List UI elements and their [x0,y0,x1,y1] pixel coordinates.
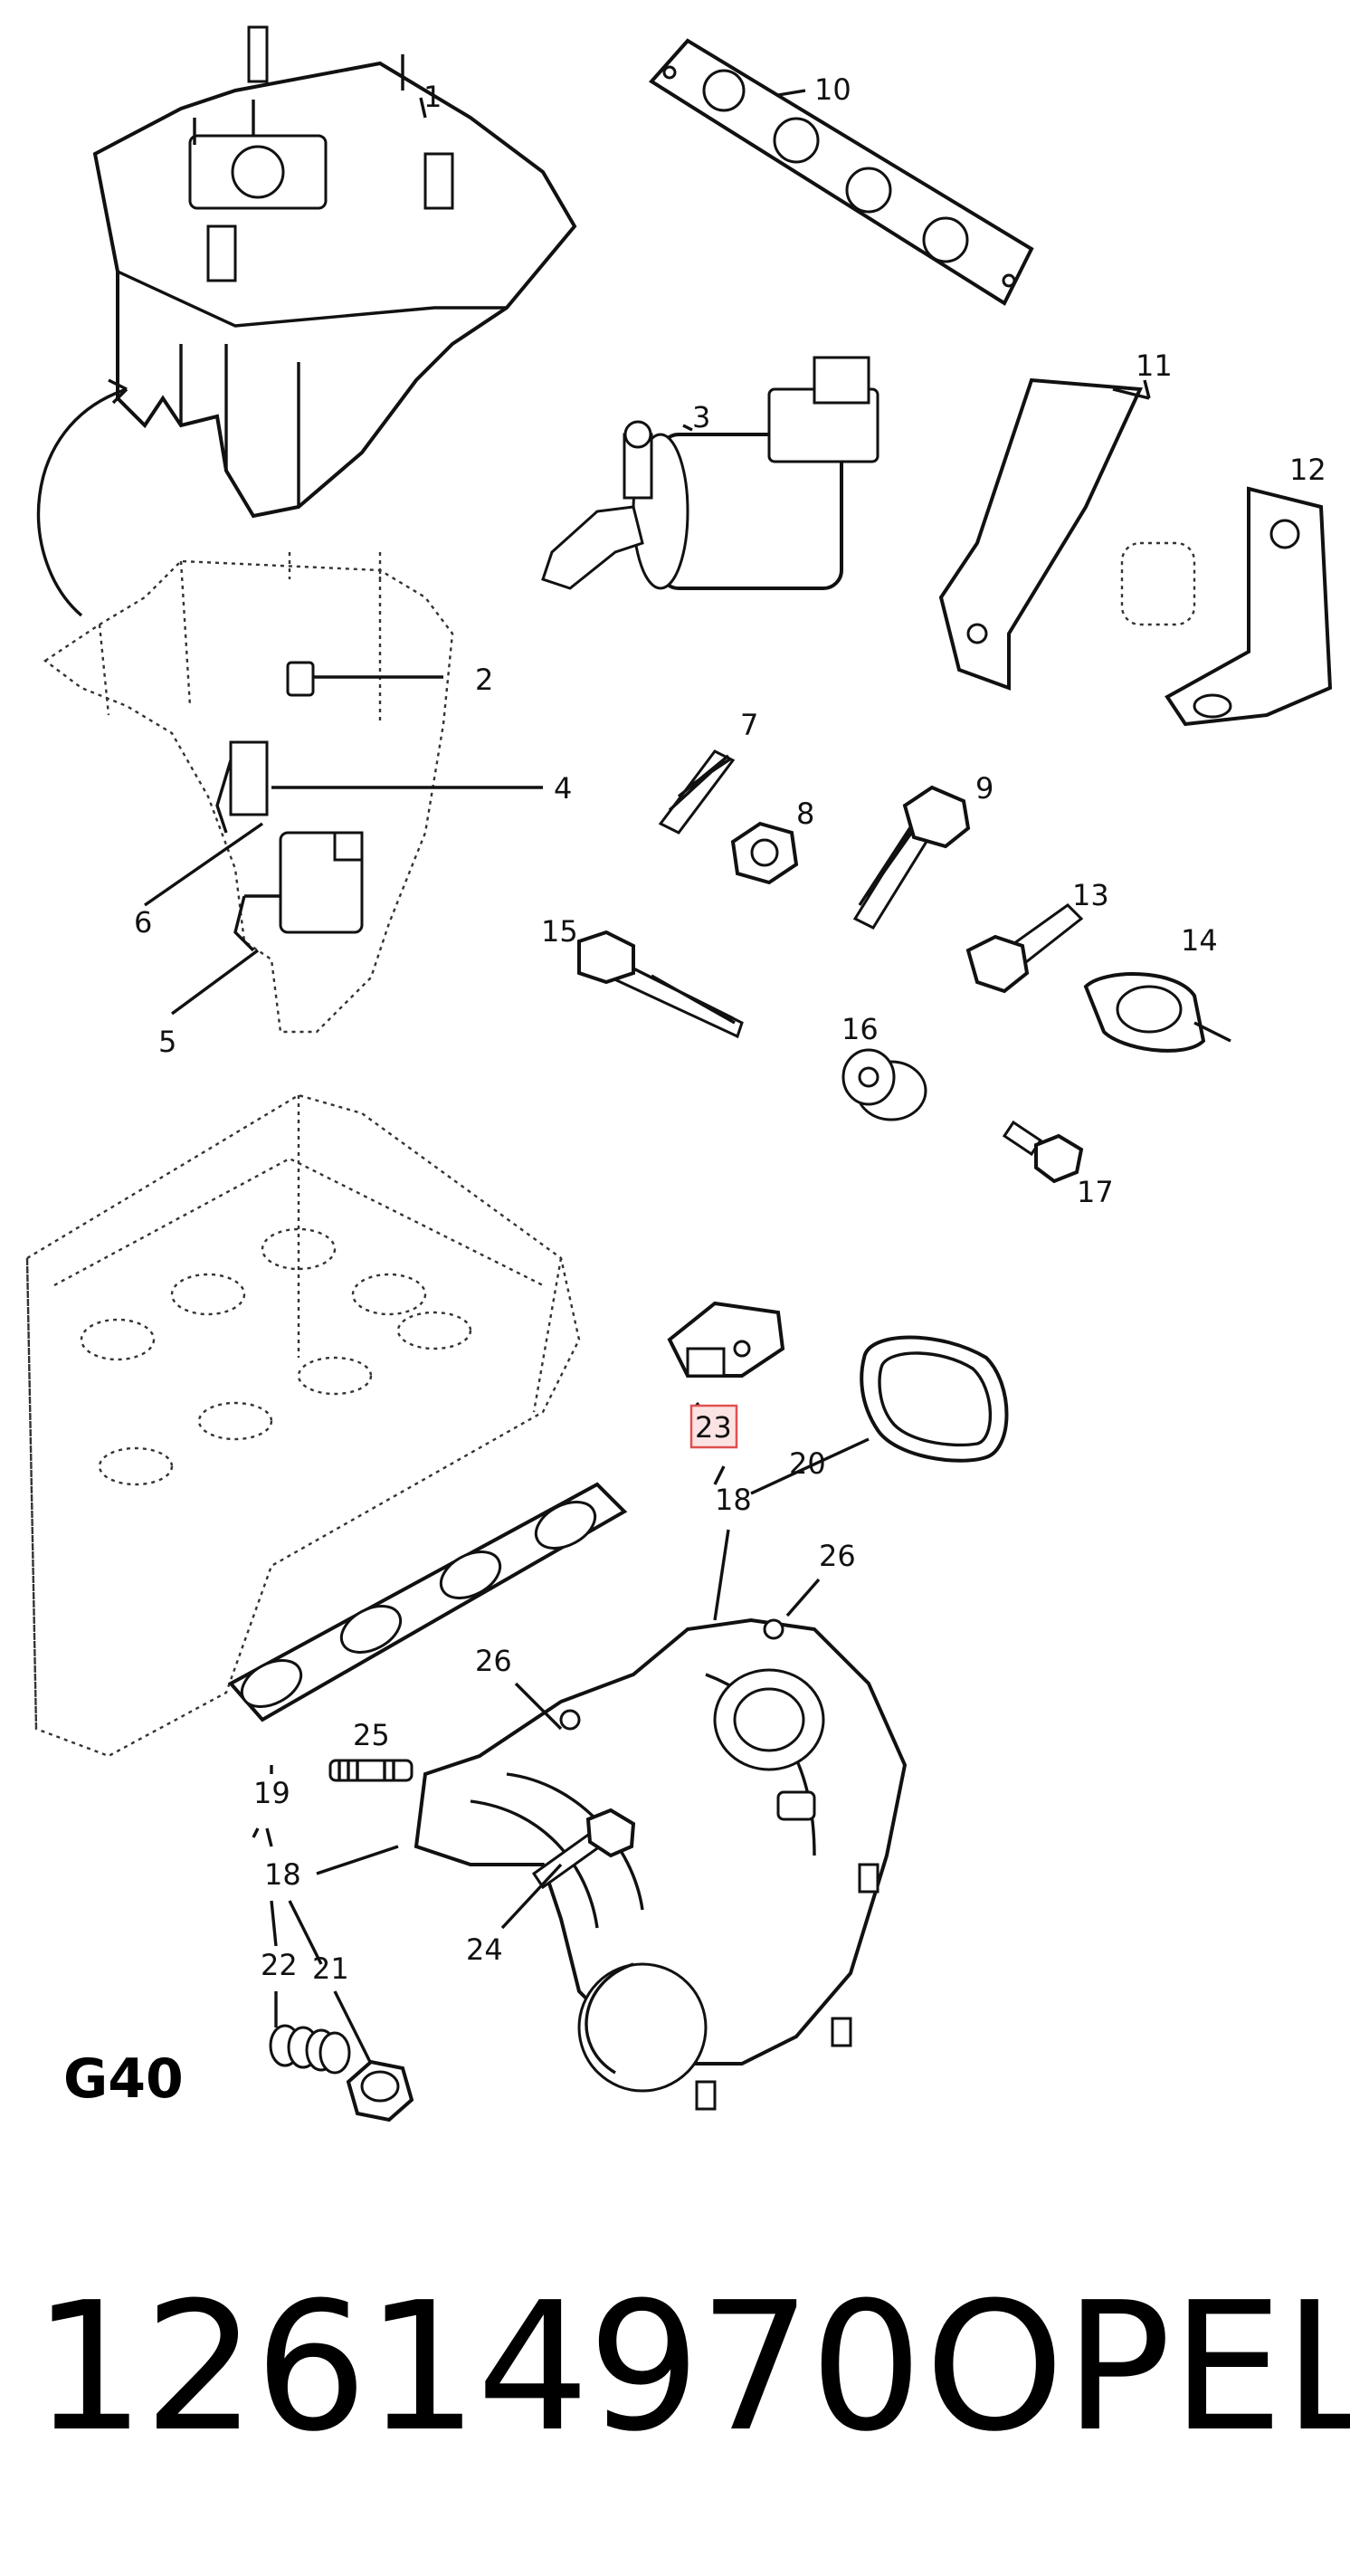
callout-2: 2 [475,663,493,697]
part-20-throttle-gasket [860,1335,1009,1463]
callout-labels: 1 10 11 3 12 2 4 7 8 9 6 13 15 14 5 16 1… [134,72,1326,1986]
callout-25: 25 [353,1718,390,1752]
part-14-clip [1083,972,1231,1053]
part-23-highlight [689,1404,738,1449]
part-5-6-module [144,822,364,1016]
callout-17: 17 [1077,1175,1114,1209]
callout-24: 24 [466,1932,503,1967]
callout-5: 5 [158,1025,176,1059]
dashed-engine-block [25,1093,581,1758]
callout-14: 14 [1181,923,1218,958]
callout-4: 4 [554,771,572,806]
callout-23: 23 [695,1410,732,1445]
part-19-manifold-gasket [227,1482,628,1722]
callout-26-upper: 26 [819,1539,856,1573]
lower-intake-manifold [414,1617,908,2111]
part-number: 12614970 [33,2265,923,2471]
part-17-screw [1002,1120,1084,1184]
part-12-angle-bracket [1120,486,1333,727]
callout-11: 11 [1136,348,1173,383]
part-10-leader [777,89,806,97]
part-4-valve [215,740,543,834]
callout-3: 3 [692,400,710,434]
part-15-bolt [577,930,744,1039]
part-10-gasket [648,38,1034,306]
part-25-stud [328,1759,414,1782]
part-21-nut [346,2059,414,2123]
part-7-stud [658,749,736,835]
brand-name: OPEL [925,2265,1350,2471]
callout-21: 21 [312,1951,349,1986]
callout-18-upper: 18 [715,1483,752,1517]
callout-26-lower: 26 [475,1644,512,1678]
part-8-nut [730,821,799,885]
part-2-sensor [286,661,443,697]
callout-12: 12 [1289,453,1326,487]
part-1-upper-manifold [92,25,577,519]
part-22-spring [269,2024,351,2075]
callout-6: 6 [134,905,152,940]
callout-1: 1 [423,80,442,114]
dashed-manifold-assembly [43,552,454,1034]
callout-10: 10 [814,72,851,107]
part-23-map-sensor [667,1301,785,1378]
callout-20: 20 [789,1446,826,1481]
curved-arrow [36,378,128,617]
callout-18-lower: 18 [264,1857,301,1892]
part-9-bolt [852,785,971,930]
part-1-leader [419,97,427,119]
group-code: G40 [63,2047,184,2111]
callout-9: 9 [975,771,993,806]
callout-22: 22 [261,1948,298,1982]
callout-15: 15 [541,914,578,949]
part-3-solenoid-valve [541,356,879,590]
part-13-bolt [965,903,1084,994]
part-16-spacer [841,1048,927,1121]
part-3-leader [682,424,693,432]
callout-8: 8 [796,797,814,831]
callout-16: 16 [841,1012,879,1046]
callout-7: 7 [740,708,758,742]
leader-lines [252,1402,870,2065]
callout-13: 13 [1072,878,1109,912]
callout-19: 19 [253,1776,290,1810]
part-11-bracket [938,377,1151,691]
